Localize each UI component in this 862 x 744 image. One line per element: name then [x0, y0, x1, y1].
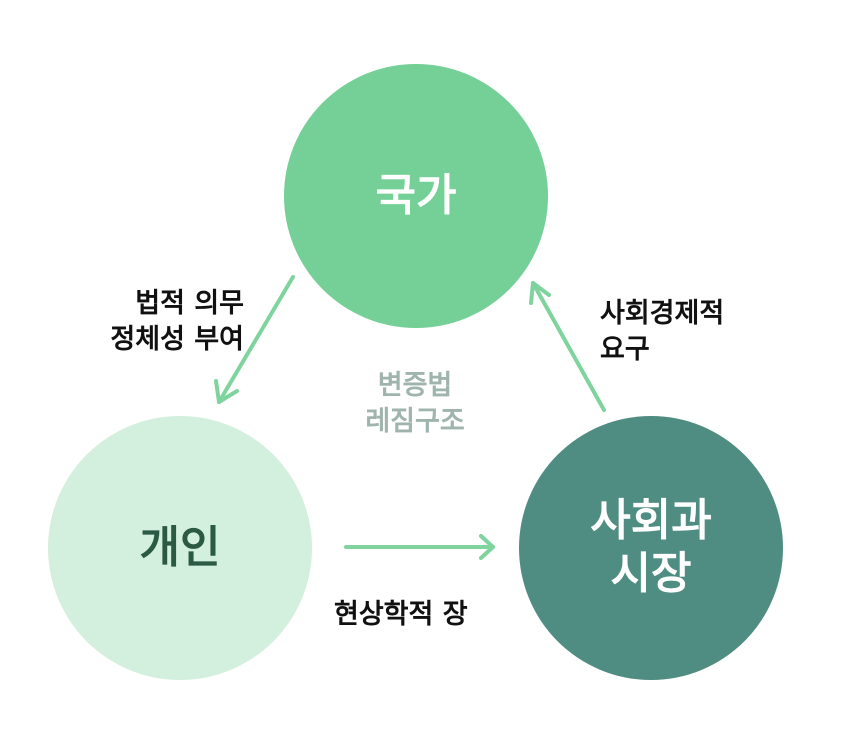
node-society-market-label: 사회과 시장: [590, 495, 712, 599]
node-individual-label: 개인: [139, 521, 221, 573]
arrow-state-to-individual: [214, 275, 295, 404]
arrow-individual-to-society: [344, 534, 495, 560]
node-society-market: 사회과 시장: [519, 416, 783, 680]
center-label: 변증법 레짐구조: [365, 370, 465, 438]
edge-label-state-to-individual: 법적 의무 정체성 부여: [110, 288, 244, 356]
arrow-society-to-state: [529, 281, 606, 412]
node-state: 국가: [284, 64, 548, 328]
node-state-label: 국가: [375, 169, 457, 221]
edge-label-individual-to-society: 현상학적 장: [334, 599, 468, 630]
edge-label-society-to-state: 사회경제적 요구: [600, 298, 725, 366]
node-individual: 개인: [48, 416, 312, 680]
